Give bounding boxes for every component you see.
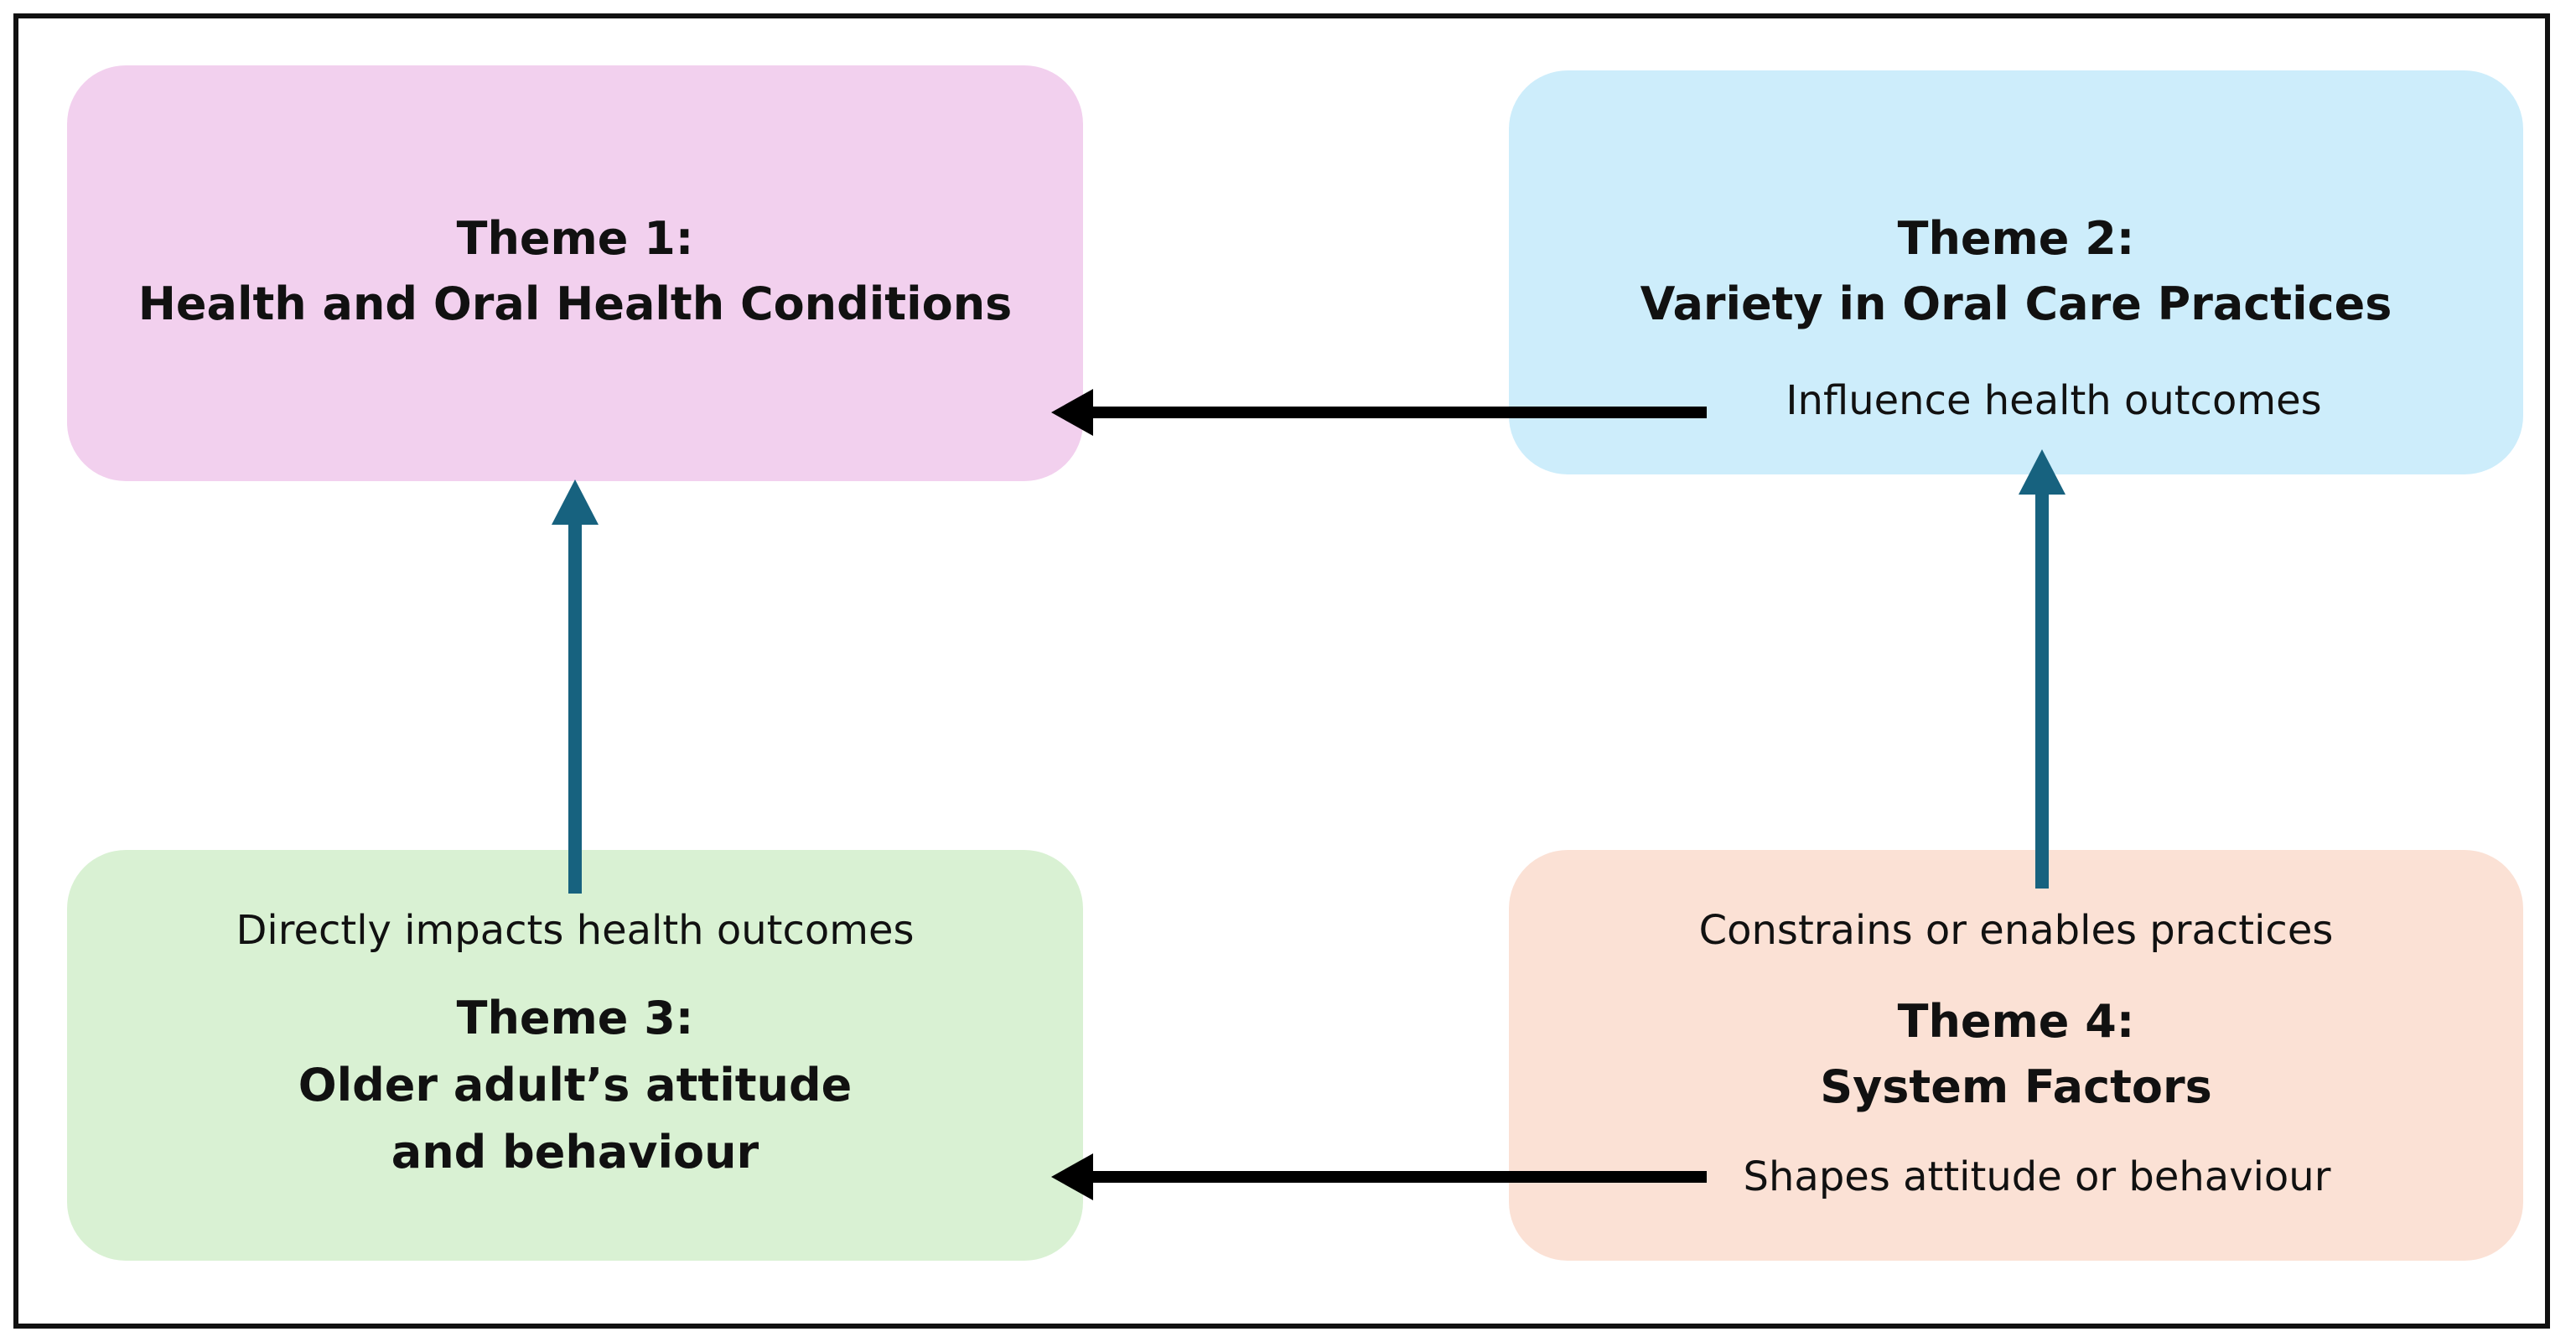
theme-1-box xyxy=(67,65,1083,481)
relation-label-t3-t1: Directly impacts health outcomes xyxy=(236,907,915,954)
arrow-left-icon xyxy=(1051,1153,1707,1200)
theme-1-title: Health and Oral Health Conditions xyxy=(137,277,1013,330)
theme-2-heading: Theme 2: xyxy=(1897,212,2135,265)
theme-1-heading: Theme 1: xyxy=(456,212,694,265)
arrow-up-icon xyxy=(2019,449,2065,889)
theme-4-box xyxy=(1509,850,2523,1261)
theme-2-title: Variety in Oral Care Practices xyxy=(1640,277,2392,330)
relation-label-t4-t3: Shapes attitude or behaviour xyxy=(1743,1153,2331,1200)
theme-3-title-line-1: Older adult’s attitude xyxy=(298,1059,853,1111)
arrow-up-icon xyxy=(552,479,599,894)
arrow-t4-to-t2-head xyxy=(2019,449,2065,495)
theme-3-title-line-2: and behaviour xyxy=(391,1126,759,1179)
theme-3-box xyxy=(67,850,1083,1261)
relation-label-t4-t2: Constrains or enables practices xyxy=(1698,907,2334,954)
theme-3-heading: Theme 3: xyxy=(456,992,694,1044)
arrow-t3-to-t1-head xyxy=(552,479,599,525)
relation-label-t2-t1: Influence health outcomes xyxy=(1786,377,2322,424)
arrow-t2-to-t1-head xyxy=(1051,389,1093,436)
arrow-left-icon xyxy=(1051,389,1707,436)
theme-4-heading: Theme 4: xyxy=(1897,995,2135,1048)
theme-4-title: System Factors xyxy=(1820,1060,2212,1113)
arrow-t4-to-t3-head xyxy=(1051,1153,1093,1200)
